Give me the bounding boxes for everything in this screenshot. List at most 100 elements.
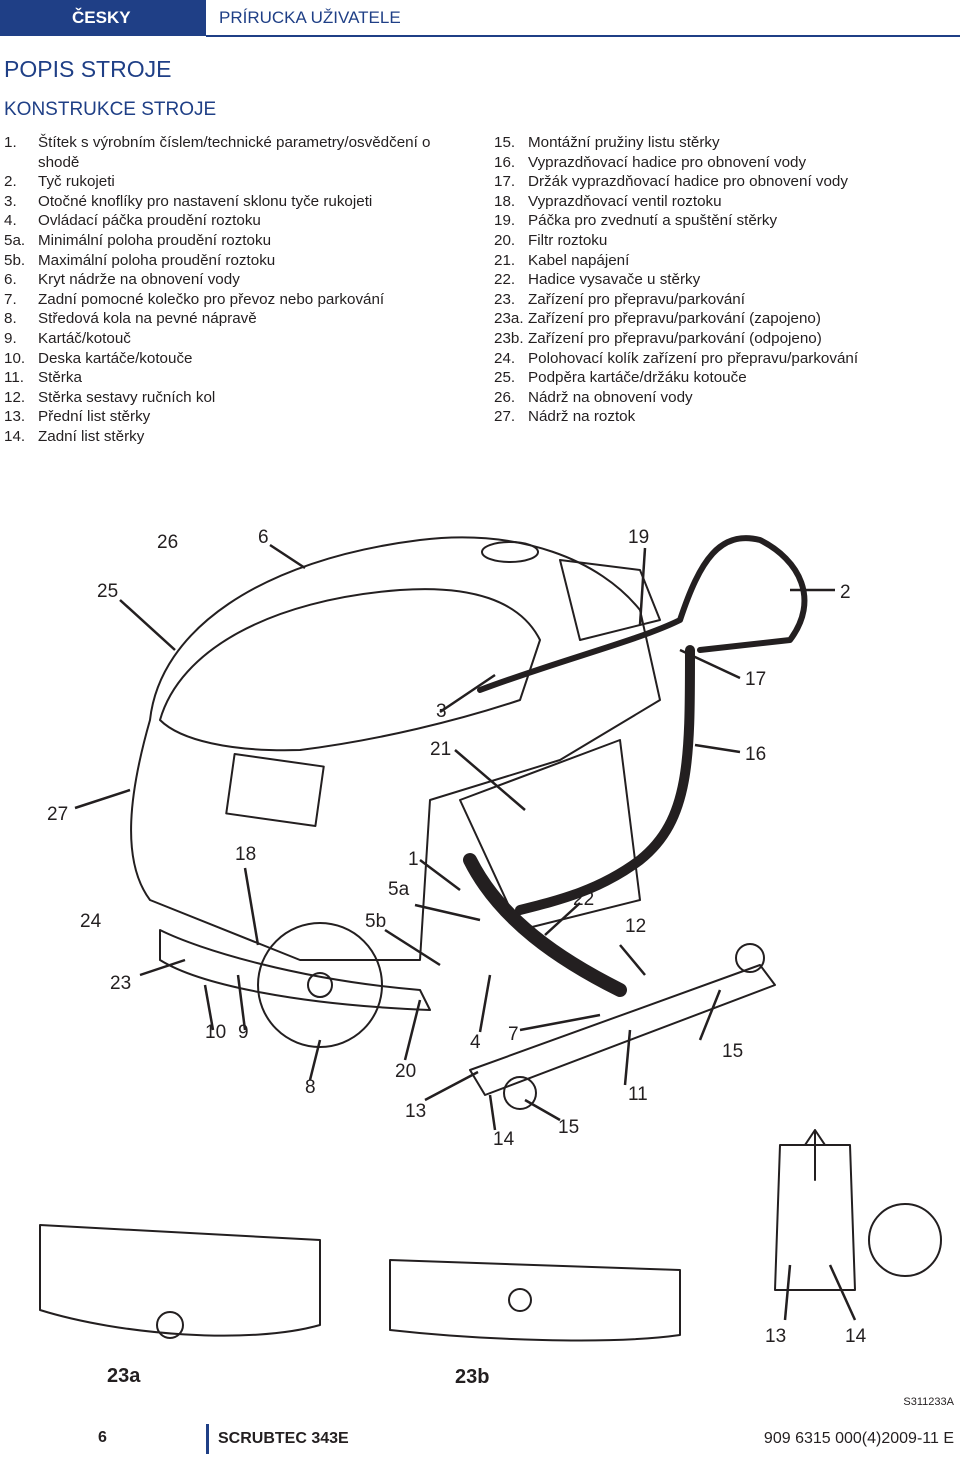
list-item: 2.Tyč rukojeti [4, 173, 115, 191]
machine-drawing: 26 6 19 25 2 17 3 21 16 27 18 1 5a 22 24… [39, 527, 942, 1388]
leader-18 [243, 867, 260, 946]
figure-caption-23b: 23b [455, 1366, 489, 1388]
squeegee-wheel-right [735, 943, 765, 973]
callout-5b: 5b [365, 911, 386, 932]
callout-22: 22 [573, 889, 594, 910]
leader-8 [308, 1039, 322, 1081]
handle-bar [477, 535, 808, 693]
list-item: 11.Stěrka [4, 369, 82, 387]
list-item: 8.Středová kola na pevné nápravě [4, 310, 257, 328]
detail-squeegee-wheel [868, 1203, 942, 1277]
list-item: 5b.Maximální poloha proudění roztoku [4, 251, 276, 269]
callout-6: 6 [258, 527, 269, 548]
list-item: 18.Vyprazdňovací ventil roztoku [494, 192, 722, 210]
list-item: 1.Štítek s výrobním číslem/technické par… [4, 134, 431, 171]
detail-23a-caster [156, 1311, 184, 1339]
leader-20 [403, 999, 422, 1061]
center-wheel-hub [307, 972, 333, 998]
callout-21: 21 [430, 739, 451, 760]
leader-16 [694, 743, 741, 754]
model-name: SCRUBTEC 343E [218, 1430, 349, 1447]
list-item: 16.Vyprazdňovací hadice pro obnovení vod… [494, 153, 807, 171]
brush-deck [159, 929, 431, 1011]
callout-26: 26 [157, 532, 178, 553]
leader-9 [236, 974, 247, 1031]
callout-13-detail: 13 [765, 1326, 786, 1347]
leader-12 [619, 944, 646, 976]
list-item: 15.Montážní pružiny listu stěrky [494, 134, 720, 151]
document-number: 909 6315 000(4)2009-11 E [763, 1430, 954, 1447]
callout-14-detail: 14 [845, 1326, 867, 1347]
callout-15-lower: 15 [558, 1117, 579, 1138]
detail-arrow-up [804, 1129, 826, 1181]
language-tab: ČESKY [0, 0, 206, 36]
callout-4: 4 [470, 1032, 481, 1053]
serial-label-plate [225, 753, 325, 827]
callout-24: 24 [80, 911, 102, 932]
recovery-tank-outline [130, 536, 661, 961]
leader-17 [679, 648, 741, 680]
callout-8: 8 [305, 1077, 316, 1098]
list-item: 7.Zadní pomocné kolečko pro převoz nebo … [4, 290, 385, 308]
footer-separator [206, 1424, 209, 1454]
list-item: 27.Nádrž na roztok [494, 408, 636, 426]
squeegee-wheel-left [503, 1076, 537, 1110]
callout-13: 13 [405, 1101, 426, 1122]
recovery-drain-hose [515, 645, 695, 915]
list-item: 17.Držák vyprazdňovací hadice pro obnove… [494, 173, 848, 191]
header-rule [206, 35, 960, 37]
sub-title: KONSTRUKCE STROJE [4, 99, 217, 120]
list-item: 13.Přední list stěrky [4, 408, 151, 426]
callout-17: 17 [745, 669, 766, 690]
leader-1 [419, 859, 461, 891]
callout-25: 25 [97, 581, 118, 602]
list-item: 14.Zadní list stěrky [4, 427, 145, 445]
list-item: 23b.Zařízení pro přepravu/parkování (odp… [494, 329, 822, 347]
leader-6 [269, 543, 306, 570]
leader-15b [524, 1098, 561, 1122]
detail-23a-deck [39, 1224, 321, 1337]
control-panel [559, 559, 661, 641]
parts-list-right: 15.Montážní pružiny listu stěrky 16.Vypr… [494, 133, 954, 427]
list-item: 20.Filtr roztoku [494, 231, 608, 249]
callout-5a: 5a [388, 879, 410, 900]
leader-5b [384, 928, 441, 967]
leader-23 [139, 958, 186, 977]
callout-11: 11 [628, 1084, 648, 1105]
callout-23: 23 [110, 973, 131, 994]
detail-23b-deck [389, 1259, 681, 1342]
vacuum-hose [463, 853, 627, 997]
callout-9: 9 [238, 1022, 249, 1043]
leader-14b [828, 1264, 857, 1321]
leader-14 [488, 1094, 497, 1131]
center-wheel [257, 922, 383, 1048]
detail-squeegee-section [774, 1144, 856, 1291]
callout-19: 19 [628, 527, 649, 548]
list-item: 24.Polohovací kolík zařízení pro přeprav… [494, 349, 859, 367]
detail-23b-caster [508, 1288, 532, 1312]
list-item: 23.Zařízení pro přepravu/parkování [494, 290, 745, 308]
callout-1: 1 [408, 849, 419, 870]
leader-13 [424, 1070, 479, 1102]
leader-19 [638, 547, 647, 626]
list-item: 4.Ovládací páčka proudění roztoku [4, 212, 261, 230]
leader-15a [698, 989, 722, 1041]
list-item: 6.Kryt nádrže na obnovení vody [4, 271, 240, 289]
callout-14: 14 [493, 1129, 515, 1150]
manual-title: PRÍRUCKA UŽIVATELE [219, 8, 401, 27]
callout-10: 10 [205, 1022, 226, 1043]
squeegee-assembly [469, 964, 776, 1096]
tank-lid-outline [159, 588, 541, 752]
list-item: 19.Páčka pro zvednutí a spuštění stěrky [494, 212, 778, 230]
callout-12: 12 [625, 916, 646, 937]
leader-3 [439, 673, 496, 714]
leader-11 [623, 1029, 632, 1086]
figure-code: S311233A [903, 1396, 954, 1408]
leader-22 [544, 902, 581, 936]
list-item: 22.Hadice vysavače u stěrky [494, 271, 701, 289]
list-item: 23a.Zařízení pro přepravu/parkování (zap… [494, 310, 821, 328]
tank-cap [481, 541, 539, 563]
list-item: 9.Kartáč/kotouč [4, 329, 131, 347]
callout-27: 27 [47, 804, 68, 825]
leader-21 [454, 749, 526, 811]
